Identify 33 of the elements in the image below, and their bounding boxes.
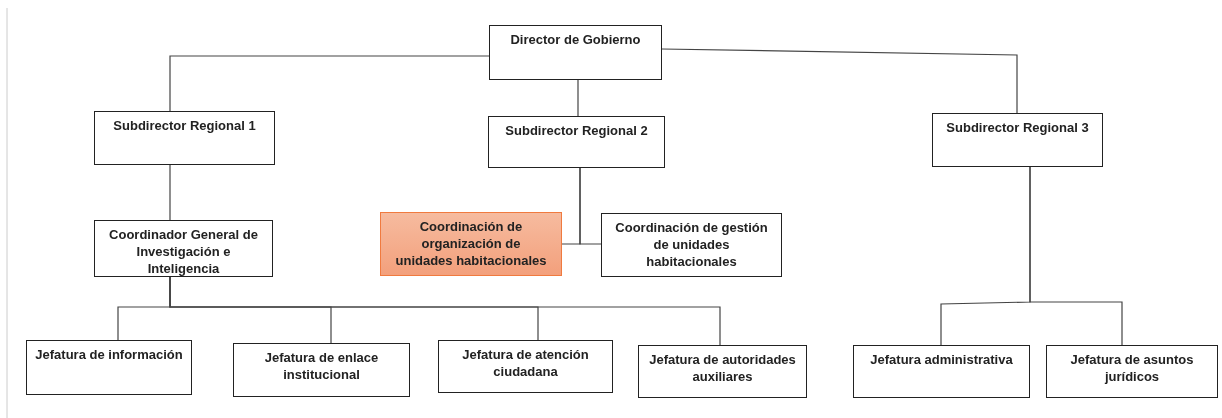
org-title: Subdirector Regional 3 (945, 119, 1090, 136)
org-title: Jefatura de enlace institucional (263, 349, 380, 383)
org-box (601, 213, 782, 277)
connector-line (169, 276, 721, 346)
org-title: Coordinación de gestión de unidades habitacionales (614, 219, 769, 270)
org-box (438, 340, 613, 393)
org-box (488, 116, 665, 168)
highlighted-org-box (380, 212, 562, 276)
org-box (94, 220, 273, 277)
org-title: Coordinación de organización de unidades habitacionales (395, 218, 547, 269)
org-title: Jefatura de asuntos jurídicos (1069, 351, 1195, 385)
connector-line (169, 55, 490, 112)
org-title: Jefatura de información (34, 346, 184, 363)
org-title: Director de Gobierno (509, 31, 642, 48)
connector-line (1029, 166, 1123, 346)
org-box (26, 340, 192, 395)
org-title: Jefatura administrativa (869, 351, 1014, 368)
connector-line (169, 164, 171, 221)
org-title: Jefatura de atención ciudadana (461, 346, 590, 380)
org-title: Jefatura de autoridades auxiliares (648, 351, 797, 385)
org-box (853, 345, 1030, 398)
org-title: Subdirector Regional 1 (112, 117, 257, 134)
org-box (1046, 345, 1218, 398)
connector-line (577, 79, 579, 117)
org-title: Subdirector Regional 2 (504, 122, 649, 139)
org-box (489, 25, 662, 80)
connector-line (579, 167, 602, 245)
org-box (233, 343, 410, 397)
org-title: Coordinador General de Investigación e Inteligencia (108, 226, 259, 277)
org-box (94, 111, 275, 165)
org-box (638, 345, 807, 398)
org-box (932, 113, 1103, 167)
connector-line (661, 48, 1018, 114)
